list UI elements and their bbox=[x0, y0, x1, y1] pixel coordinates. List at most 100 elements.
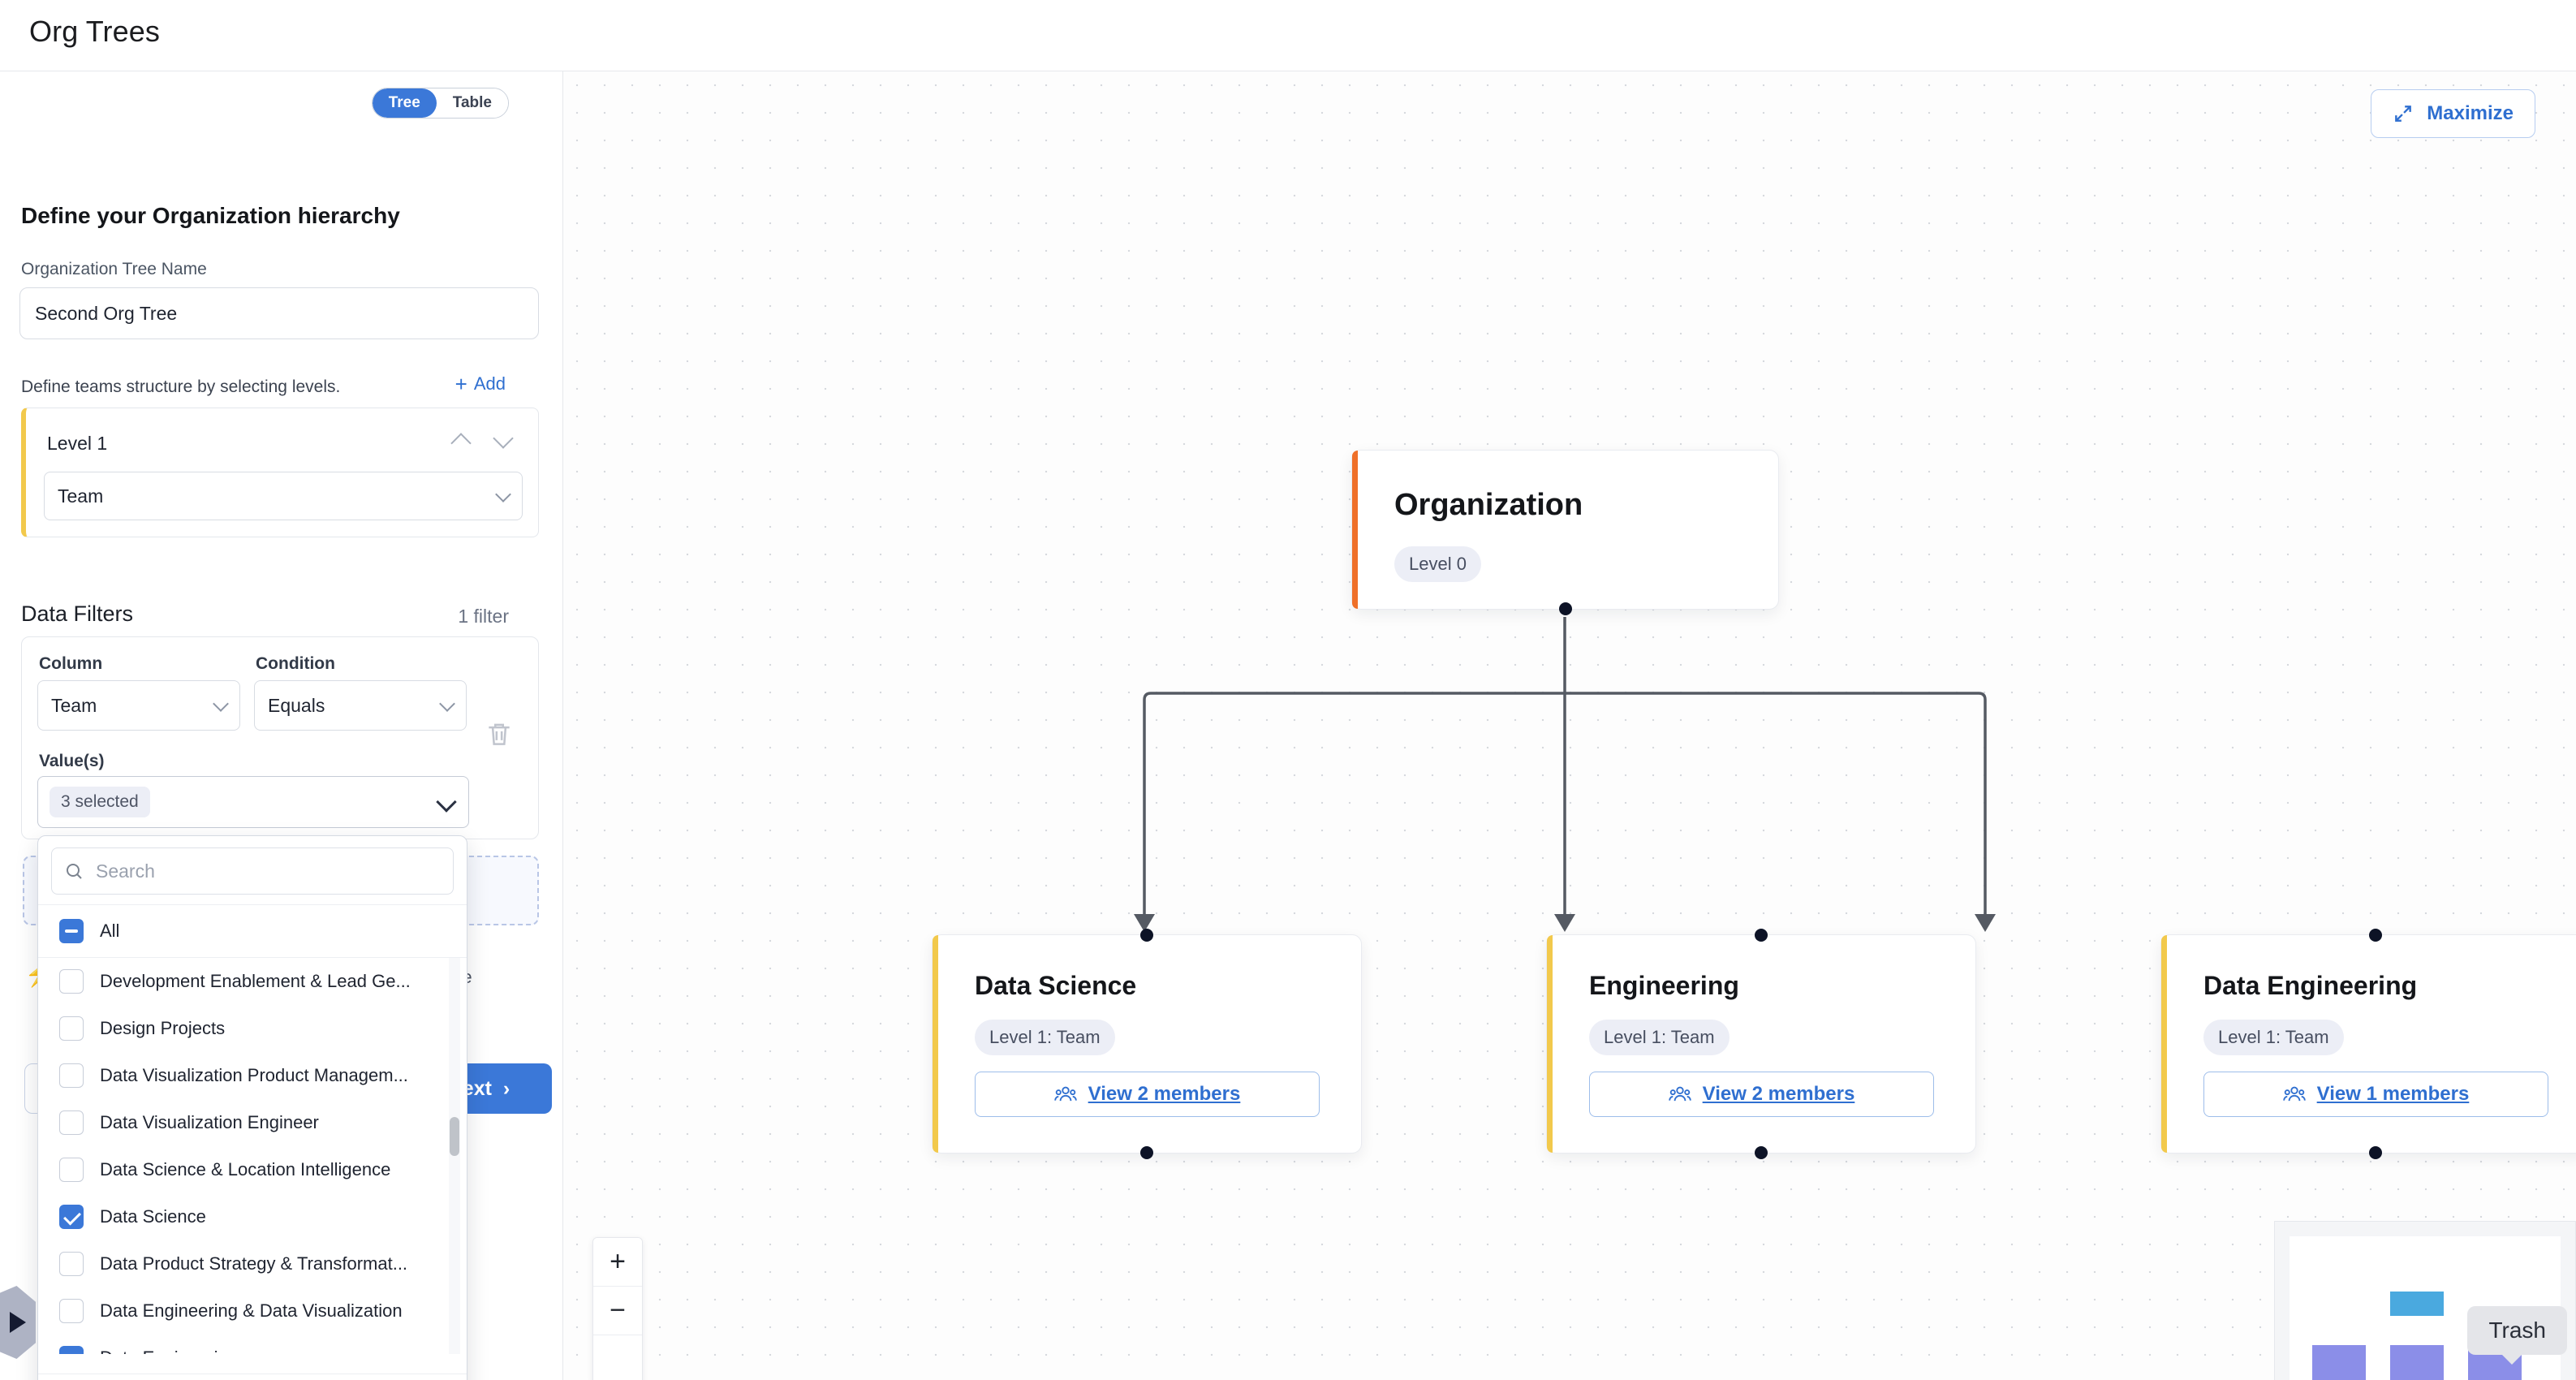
chevron-down-icon bbox=[439, 695, 455, 712]
node-port-top[interactable] bbox=[2369, 929, 2382, 942]
fit-view-button[interactable] bbox=[593, 1335, 642, 1380]
delete-filter-button[interactable] bbox=[484, 718, 515, 750]
minimap-node-child bbox=[2312, 1345, 2366, 1380]
chevron-up-icon bbox=[450, 433, 472, 454]
maximize-label: Maximize bbox=[2427, 102, 2514, 124]
option-label: Data Engineering bbox=[100, 1348, 238, 1354]
option-checkbox[interactable] bbox=[59, 1346, 84, 1354]
option-label: Data Product Strategy & Transformat... bbox=[100, 1253, 408, 1274]
org-node-root[interactable]: Organization Level 0 bbox=[1351, 450, 1779, 615]
node-level-badge: Level 1: Team bbox=[2203, 1020, 2344, 1055]
view-members-button[interactable]: View 1 members bbox=[2203, 1072, 2548, 1117]
search-icon bbox=[67, 864, 82, 879]
node-title: Data Engineering bbox=[2203, 971, 2418, 1000]
dropdown-scrollbar-thumb[interactable] bbox=[450, 1117, 459, 1156]
members-icon bbox=[1053, 1086, 1077, 1102]
move-level-up-button[interactable] bbox=[449, 433, 473, 457]
option-label: Data Visualization Product Managem... bbox=[100, 1065, 408, 1085]
option-label: Data Science & Location Intelligence bbox=[100, 1159, 391, 1179]
tab-tree[interactable]: Tree bbox=[372, 88, 437, 118]
option-checkbox[interactable] bbox=[59, 1299, 84, 1323]
node-accent-bar bbox=[933, 935, 938, 1153]
option-checkbox[interactable] bbox=[59, 1016, 84, 1041]
dropdown-item-all[interactable]: All bbox=[38, 904, 467, 958]
dropdown-option[interactable]: Data Visualization Product Managem... bbox=[38, 1052, 467, 1099]
org-chart-canvas[interactable]: Maximize Organization Level 0 bbox=[563, 71, 2576, 1380]
option-checkbox[interactable] bbox=[59, 1252, 84, 1276]
dropdown-option[interactable]: Data Engineering bbox=[38, 1335, 467, 1354]
option-checkbox[interactable] bbox=[59, 969, 84, 994]
collapse-panel-handle[interactable] bbox=[0, 1286, 36, 1359]
option-label: Data Engineering & Data Visualization bbox=[100, 1300, 403, 1321]
node-port-top[interactable] bbox=[1140, 929, 1153, 942]
node-title: Engineering bbox=[1589, 971, 1739, 1000]
zoom-in-button[interactable]: + bbox=[593, 1238, 642, 1287]
node-level-badge: Level 1: Team bbox=[1589, 1020, 1730, 1055]
option-label: Data Science bbox=[100, 1206, 206, 1227]
dropdown-option[interactable]: Data Engineering & Data Visualization bbox=[38, 1287, 467, 1335]
level-card-1: Level 1 Team bbox=[21, 408, 539, 537]
zoom-controls: + − bbox=[592, 1237, 643, 1380]
load-more-button[interactable]: Load More (200/333) bbox=[38, 1374, 467, 1380]
node-port-bottom[interactable] bbox=[1559, 602, 1572, 615]
node-port-bottom[interactable] bbox=[1755, 1146, 1768, 1159]
dropdown-option[interactable]: Data Visualization Engineer bbox=[38, 1099, 467, 1146]
dropdown-option[interactable]: Data Science & Location Intelligence bbox=[38, 1146, 467, 1193]
option-checkbox[interactable] bbox=[59, 1110, 84, 1135]
plus-icon: + bbox=[454, 372, 467, 396]
filter-values-select[interactable]: 3 selected bbox=[37, 776, 469, 828]
add-level-label: Add bbox=[473, 373, 506, 394]
node-port-bottom[interactable] bbox=[2369, 1146, 2382, 1159]
search-input[interactable] bbox=[51, 847, 454, 895]
org-node-engineering[interactable]: Engineering Level 1: Team View 2 members bbox=[1546, 929, 1976, 1159]
level-type-select[interactable]: Team bbox=[44, 472, 523, 520]
option-label: Data Visualization Engineer bbox=[100, 1112, 319, 1132]
add-level-button[interactable]: + Add bbox=[455, 373, 506, 395]
maximize-button[interactable]: Maximize bbox=[2371, 89, 2535, 138]
org-node-data-science[interactable]: Data Science Level 1: Team View 2 member… bbox=[932, 929, 1362, 1159]
minimap[interactable]: Trash bbox=[2274, 1221, 2576, 1380]
condition-label: Condition bbox=[256, 654, 335, 673]
node-accent-bar bbox=[1547, 935, 1553, 1153]
members-icon bbox=[2282, 1086, 2306, 1102]
view-members-label: View 2 members bbox=[1088, 1083, 1241, 1105]
org-chart-edges bbox=[1134, 617, 1996, 932]
tree-name-input[interactable] bbox=[19, 287, 539, 339]
option-checkbox[interactable] bbox=[59, 1063, 84, 1088]
values-label: Value(s) bbox=[39, 752, 105, 770]
checkbox-all[interactable] bbox=[59, 919, 84, 943]
zoom-out-button[interactable]: − bbox=[593, 1287, 642, 1335]
node-accent-bar bbox=[2161, 935, 2167, 1153]
maximize-icon bbox=[2395, 106, 2412, 122]
option-label: Design Projects bbox=[100, 1018, 226, 1038]
node-title: Data Science bbox=[975, 971, 1137, 1000]
view-toggle: Tree Table bbox=[371, 88, 509, 119]
dropdown-option[interactable]: Data Science bbox=[38, 1193, 467, 1240]
dropdown-option[interactable]: Design Projects bbox=[38, 1005, 467, 1052]
view-members-button[interactable]: View 2 members bbox=[1589, 1072, 1934, 1117]
dropdown-option[interactable]: Data Product Strategy & Transformat... bbox=[38, 1240, 467, 1287]
view-members-label: View 1 members bbox=[2316, 1083, 2470, 1105]
filter-count: 1 filter bbox=[458, 606, 509, 627]
dropdown-option[interactable]: Development Enablement & Lead Ge... bbox=[38, 958, 467, 1005]
left-config-panel: Tree Table Define your Organization hier… bbox=[0, 71, 563, 1380]
view-members-button[interactable]: View 2 members bbox=[975, 1072, 1320, 1117]
chevron-right-icon: › bbox=[502, 1076, 510, 1100]
level-title: Level 1 bbox=[47, 433, 108, 454]
node-port-top[interactable] bbox=[1755, 929, 1768, 942]
org-node-data-engineering[interactable]: Data Engineering Level 1: Team View 1 me… bbox=[2160, 929, 2576, 1159]
column-label: Column bbox=[39, 654, 103, 673]
tab-table[interactable]: Table bbox=[436, 88, 508, 118]
chevron-down-icon bbox=[213, 695, 229, 712]
chevron-down-icon bbox=[436, 791, 457, 813]
dropdown-option-list[interactable]: Development Enablement & Lead Ge... Desig… bbox=[38, 958, 467, 1354]
option-checkbox[interactable] bbox=[59, 1205, 84, 1229]
move-level-down-button[interactable] bbox=[491, 428, 515, 457]
node-port-bottom[interactable] bbox=[1140, 1146, 1153, 1159]
option-checkbox[interactable] bbox=[59, 1158, 84, 1182]
filter-column-select[interactable]: Team bbox=[37, 680, 240, 731]
tree-name-label: Organization Tree Name bbox=[21, 260, 207, 278]
filter-condition-select[interactable]: Equals bbox=[254, 680, 467, 731]
dropdown-scrollbar-track[interactable] bbox=[449, 958, 460, 1354]
